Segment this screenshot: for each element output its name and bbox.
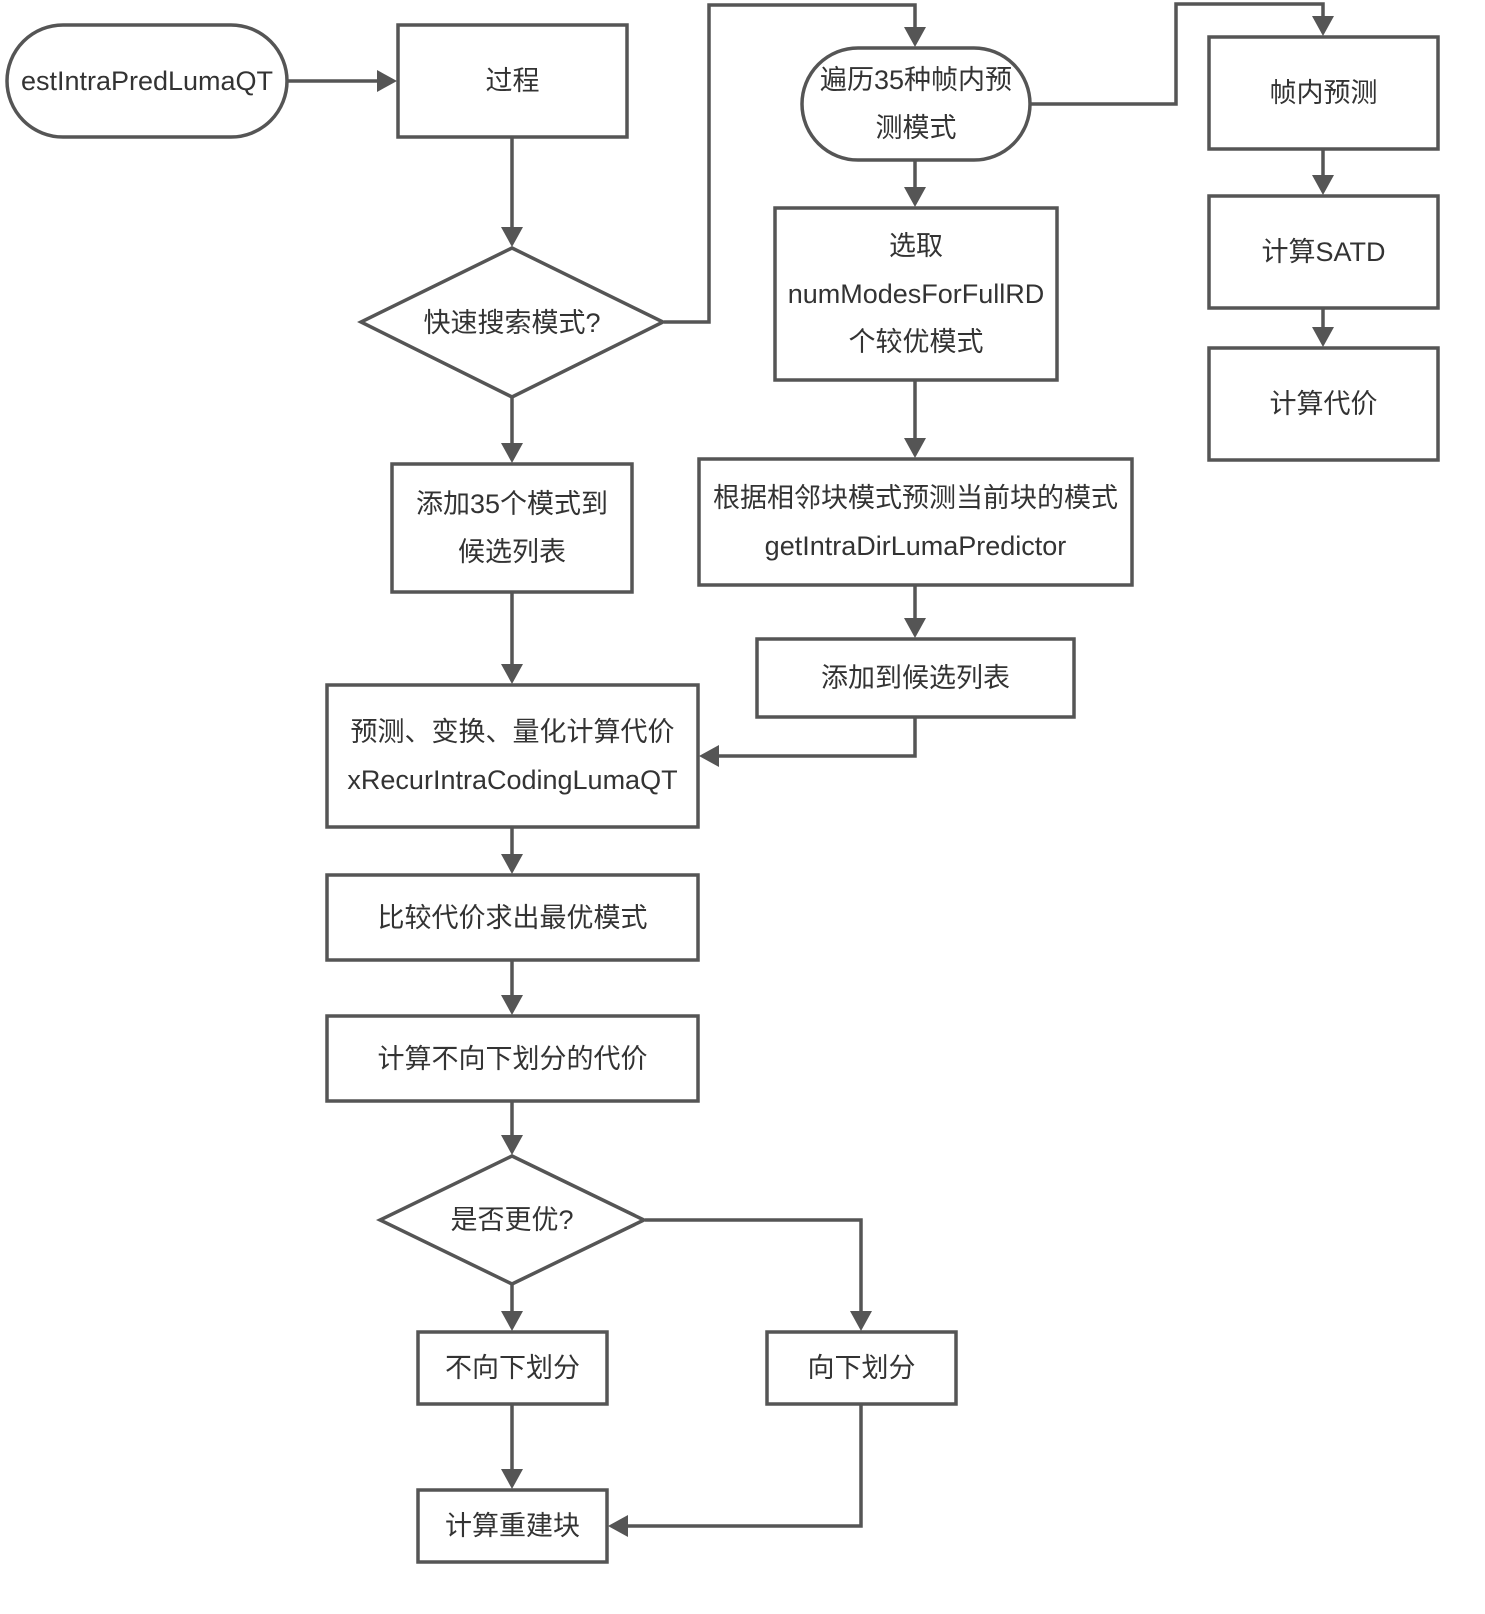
arrowhead xyxy=(501,1311,523,1331)
compare-cost-box xyxy=(325,873,700,962)
process-box xyxy=(396,23,629,139)
neighbor-predict-label: 根据相邻块模式预测当前块的模式 getIntraDirLumaPredictor xyxy=(699,459,1132,585)
loop-35-modes-label-line-2: 测模式 xyxy=(875,113,957,143)
select-modes-label-line-1: 选取 xyxy=(889,231,943,261)
arrowhead xyxy=(501,1135,523,1155)
arrowhead xyxy=(501,227,523,247)
pred-transform-label: 预测、变换、量化计算代价 xRecurIntraCodingLumaQT xyxy=(327,685,698,827)
fast-search-label-line: 快速搜索模式? xyxy=(423,307,601,338)
add-35-modes-label-line-1: 添加35个模式到 xyxy=(415,489,609,519)
split-box xyxy=(765,1330,958,1406)
neighbor-predict-label-line-2: getIntraDirLumaPredictor xyxy=(764,531,1067,561)
edge-decision-to-split xyxy=(645,1218,863,1314)
arrowhead xyxy=(1312,175,1334,195)
intra-pred-label: 帧内预测 xyxy=(1209,37,1438,149)
arrowhead xyxy=(904,27,926,47)
arrowhead xyxy=(501,1469,523,1489)
add-35-modes-label: 添加35个模式到 候选列表 xyxy=(392,464,632,592)
add-to-list-label-line: 添加到候选列表 xyxy=(821,663,1010,693)
no-split-cost-label-line: 计算不向下划分的代价 xyxy=(377,1043,648,1074)
arrowhead xyxy=(501,664,523,684)
start-label: estIntraPredLumaQT xyxy=(7,25,287,137)
arrowhead xyxy=(501,854,523,874)
calc-cost-right-label-line: 计算代价 xyxy=(1269,389,1378,419)
select-modes-box xyxy=(773,206,1059,382)
no-split-box xyxy=(416,1330,609,1406)
arrowhead xyxy=(377,70,397,92)
edge-loop-to-intra-pred xyxy=(1030,2,1325,106)
compare-cost-label: 比较代价求出最优模式 xyxy=(327,875,698,960)
fast-search-label: 快速搜索模式? xyxy=(361,248,663,397)
arrowhead xyxy=(904,438,926,458)
process-label: 过程 xyxy=(398,25,627,137)
add-35-modes-label-line-2: 候选列表 xyxy=(458,537,566,567)
calc-satd-label: 计算SATD xyxy=(1209,196,1438,308)
loop-35-modes-label: 遍历35种帧内预 测模式 xyxy=(802,48,1030,160)
split-label: 向下划分 xyxy=(767,1332,956,1404)
arrowhead xyxy=(1312,327,1334,347)
compare-cost-label-line: 比较代价求出最优模式 xyxy=(377,902,648,933)
reconstruct-label-line: 计算重建块 xyxy=(445,1511,580,1541)
start-terminator xyxy=(5,23,289,139)
neighbor-predict-box xyxy=(697,457,1134,587)
select-modes-label-line-3: 个较优模式 xyxy=(848,327,984,357)
calc-satd-box xyxy=(1207,194,1440,310)
add-to-list-box xyxy=(755,637,1076,719)
select-modes-label-line-2: numModesForFullRD xyxy=(787,279,1045,309)
intra-pred-label-line: 帧内预测 xyxy=(1269,78,1378,108)
split-label-line: 向下划分 xyxy=(807,1353,916,1383)
no-split-cost-label: 计算不向下划分的代价 xyxy=(327,1016,698,1101)
arrowhead xyxy=(904,187,926,207)
pred-transform-label-line-2: xRecurIntraCodingLumaQT xyxy=(347,765,678,795)
calc-satd-label-line: 计算SATD xyxy=(1261,237,1386,267)
arrowhead xyxy=(699,745,719,767)
intra-pred-box xyxy=(1207,35,1440,151)
edge-decision-to-loop xyxy=(664,3,917,324)
loop-35-modes-label-line-1: 遍历35种帧内预 xyxy=(819,65,1013,95)
arrowhead xyxy=(850,1311,872,1331)
is-better-label-line: 是否更优? xyxy=(450,1205,574,1235)
is-better-label: 是否更优? xyxy=(380,1156,644,1284)
select-modes-label: 选取 numModesForFullRD 个较优模式 xyxy=(775,208,1057,380)
arrowhead xyxy=(501,443,523,463)
edge-split-to-reconstruct xyxy=(625,1404,863,1528)
no-split-label-line: 不向下划分 xyxy=(445,1353,580,1383)
calc-cost-right-label: 计算代价 xyxy=(1209,348,1438,460)
calc-cost-right-box xyxy=(1207,346,1440,462)
arrowhead xyxy=(501,995,523,1015)
no-split-label: 不向下划分 xyxy=(418,1332,607,1404)
add-to-list-label: 添加到候选列表 xyxy=(757,639,1074,717)
process-label-line: 过程 xyxy=(485,66,540,96)
neighbor-predict-label-line-1: 根据相邻块模式预测当前块的模式 xyxy=(713,483,1118,513)
pred-transform-label-line-1: 预测、变换、量化计算代价 xyxy=(350,717,675,747)
arrowhead xyxy=(904,618,926,638)
edge-add-to-pred-transform xyxy=(716,717,917,758)
arrowhead xyxy=(1312,16,1334,36)
no-split-cost-box xyxy=(325,1014,700,1103)
start-label-line: estIntraPredLumaQT xyxy=(20,66,274,96)
reconstruct-box xyxy=(416,1488,609,1564)
reconstruct-label: 计算重建块 xyxy=(418,1490,607,1562)
arrowhead xyxy=(608,1515,628,1537)
